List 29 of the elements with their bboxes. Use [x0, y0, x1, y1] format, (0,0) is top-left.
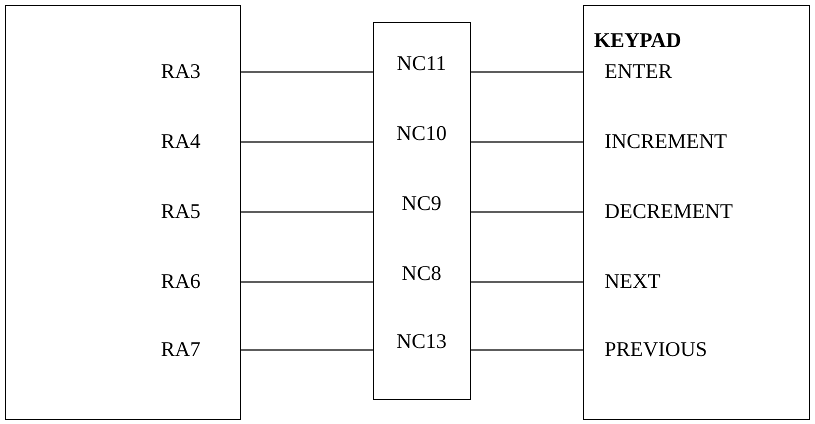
- wire: [241, 71, 373, 73]
- pin-label: RA4: [160, 128, 200, 152]
- wire: [471, 281, 583, 283]
- key-label: INCREMENT: [604, 128, 727, 152]
- pin-label: RA3: [160, 58, 200, 82]
- connector-pin-label: NC10: [395, 120, 448, 144]
- pin-label: RA7: [160, 336, 200, 360]
- wire: [471, 349, 583, 351]
- component-box: [583, 5, 810, 420]
- pin-label: RA5: [160, 198, 200, 222]
- wire: [241, 281, 373, 283]
- connector-pin-label: NC9: [400, 190, 442, 214]
- component-box: [373, 22, 471, 400]
- key-label: DECREMENT: [604, 198, 733, 222]
- connector-pin-label: NC8: [400, 260, 442, 284]
- component-heading: KEYPAD: [594, 28, 682, 52]
- pin-label: RA6: [160, 268, 200, 292]
- wire: [241, 211, 373, 213]
- component-box: [5, 5, 241, 420]
- key-label: PREVIOUS: [604, 336, 708, 360]
- connector-pin-label: NC11: [396, 50, 448, 74]
- wire: [471, 211, 583, 213]
- connector-pin-label: NC13: [395, 328, 448, 352]
- wire: [241, 349, 373, 351]
- wire: [471, 71, 583, 73]
- wire: [471, 141, 583, 143]
- wire: [241, 141, 373, 143]
- key-label: NEXT: [604, 268, 660, 292]
- key-label: ENTER: [604, 58, 672, 82]
